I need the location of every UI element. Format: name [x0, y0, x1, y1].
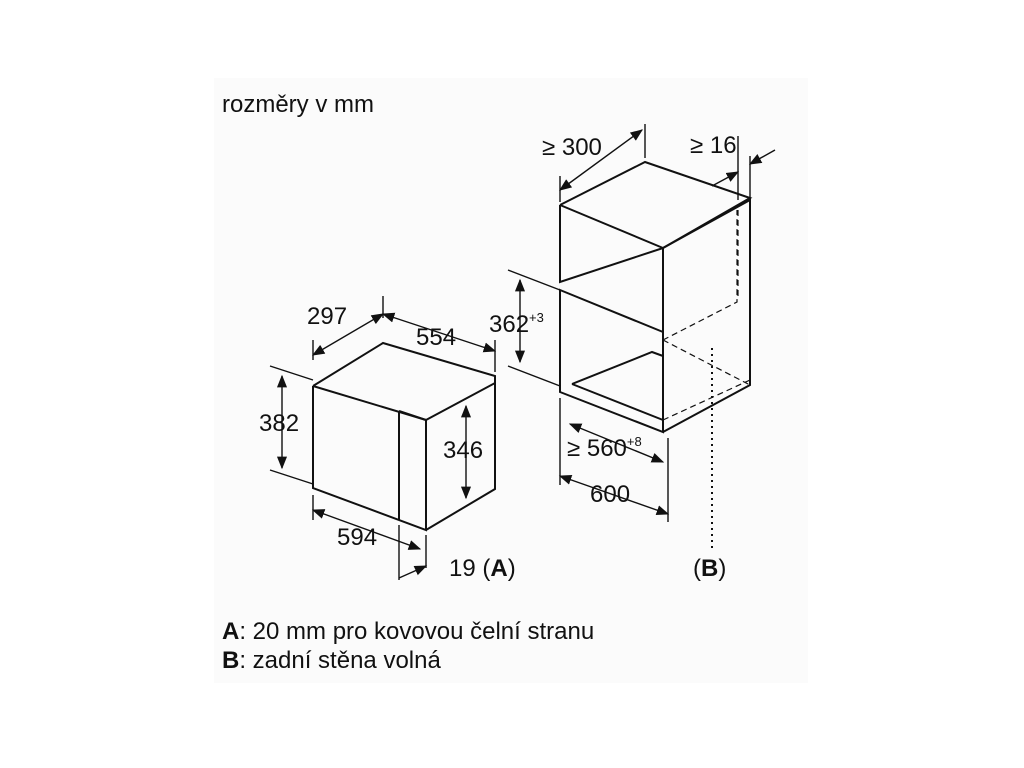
- dim-oven-door: [398, 565, 428, 579]
- label-oven-inner-height: 346: [443, 437, 483, 464]
- label-oven-top-width: 554: [416, 324, 456, 351]
- oven-front-left: [312, 386, 427, 532]
- label-oven-width: 594: [337, 524, 377, 551]
- marker-a: A: [490, 555, 507, 582]
- drawing-panel: [214, 78, 808, 683]
- label-marker-b: (B): [693, 555, 726, 582]
- niche-drawing: [559, 160, 753, 434]
- label-niche-width: 600: [590, 481, 630, 508]
- oven-dimensions: [269, 296, 497, 580]
- dim-oven-top-width: [381, 312, 497, 353]
- dim-oven-depth: [311, 313, 385, 356]
- legend-item-a: A: 20 mm pro kovovou čelní stranu: [222, 618, 595, 645]
- dim-niche-gap: [711, 171, 740, 187]
- dim-oven-width: [311, 509, 422, 550]
- dim-niche-min-width: [568, 423, 665, 463]
- label-oven-depth: 297: [307, 303, 347, 330]
- label-niche-height: 362+3: [489, 310, 544, 338]
- label-oven-height: 382: [259, 410, 299, 437]
- dim-niche-depth: [558, 129, 644, 191]
- legend-item-b: B: zadní stěna volná: [222, 647, 441, 674]
- oven-side: [425, 381, 496, 531]
- niche-hidden-lines: [662, 210, 751, 421]
- oven-drawing: [312, 341, 496, 532]
- label-niche-depth: ≥ 300: [542, 134, 602, 161]
- marker-b: B: [701, 555, 718, 582]
- label-niche-gap: ≥ 16: [690, 132, 737, 159]
- niche-dimensions: [507, 124, 776, 522]
- page-title: rozměry v mm: [222, 91, 374, 118]
- label-oven-door: 19 (A): [449, 555, 516, 582]
- label-niche-min-width: ≥ 560+8: [567, 434, 642, 462]
- oven-top: [312, 341, 496, 387]
- dim-niche-width: [558, 475, 670, 515]
